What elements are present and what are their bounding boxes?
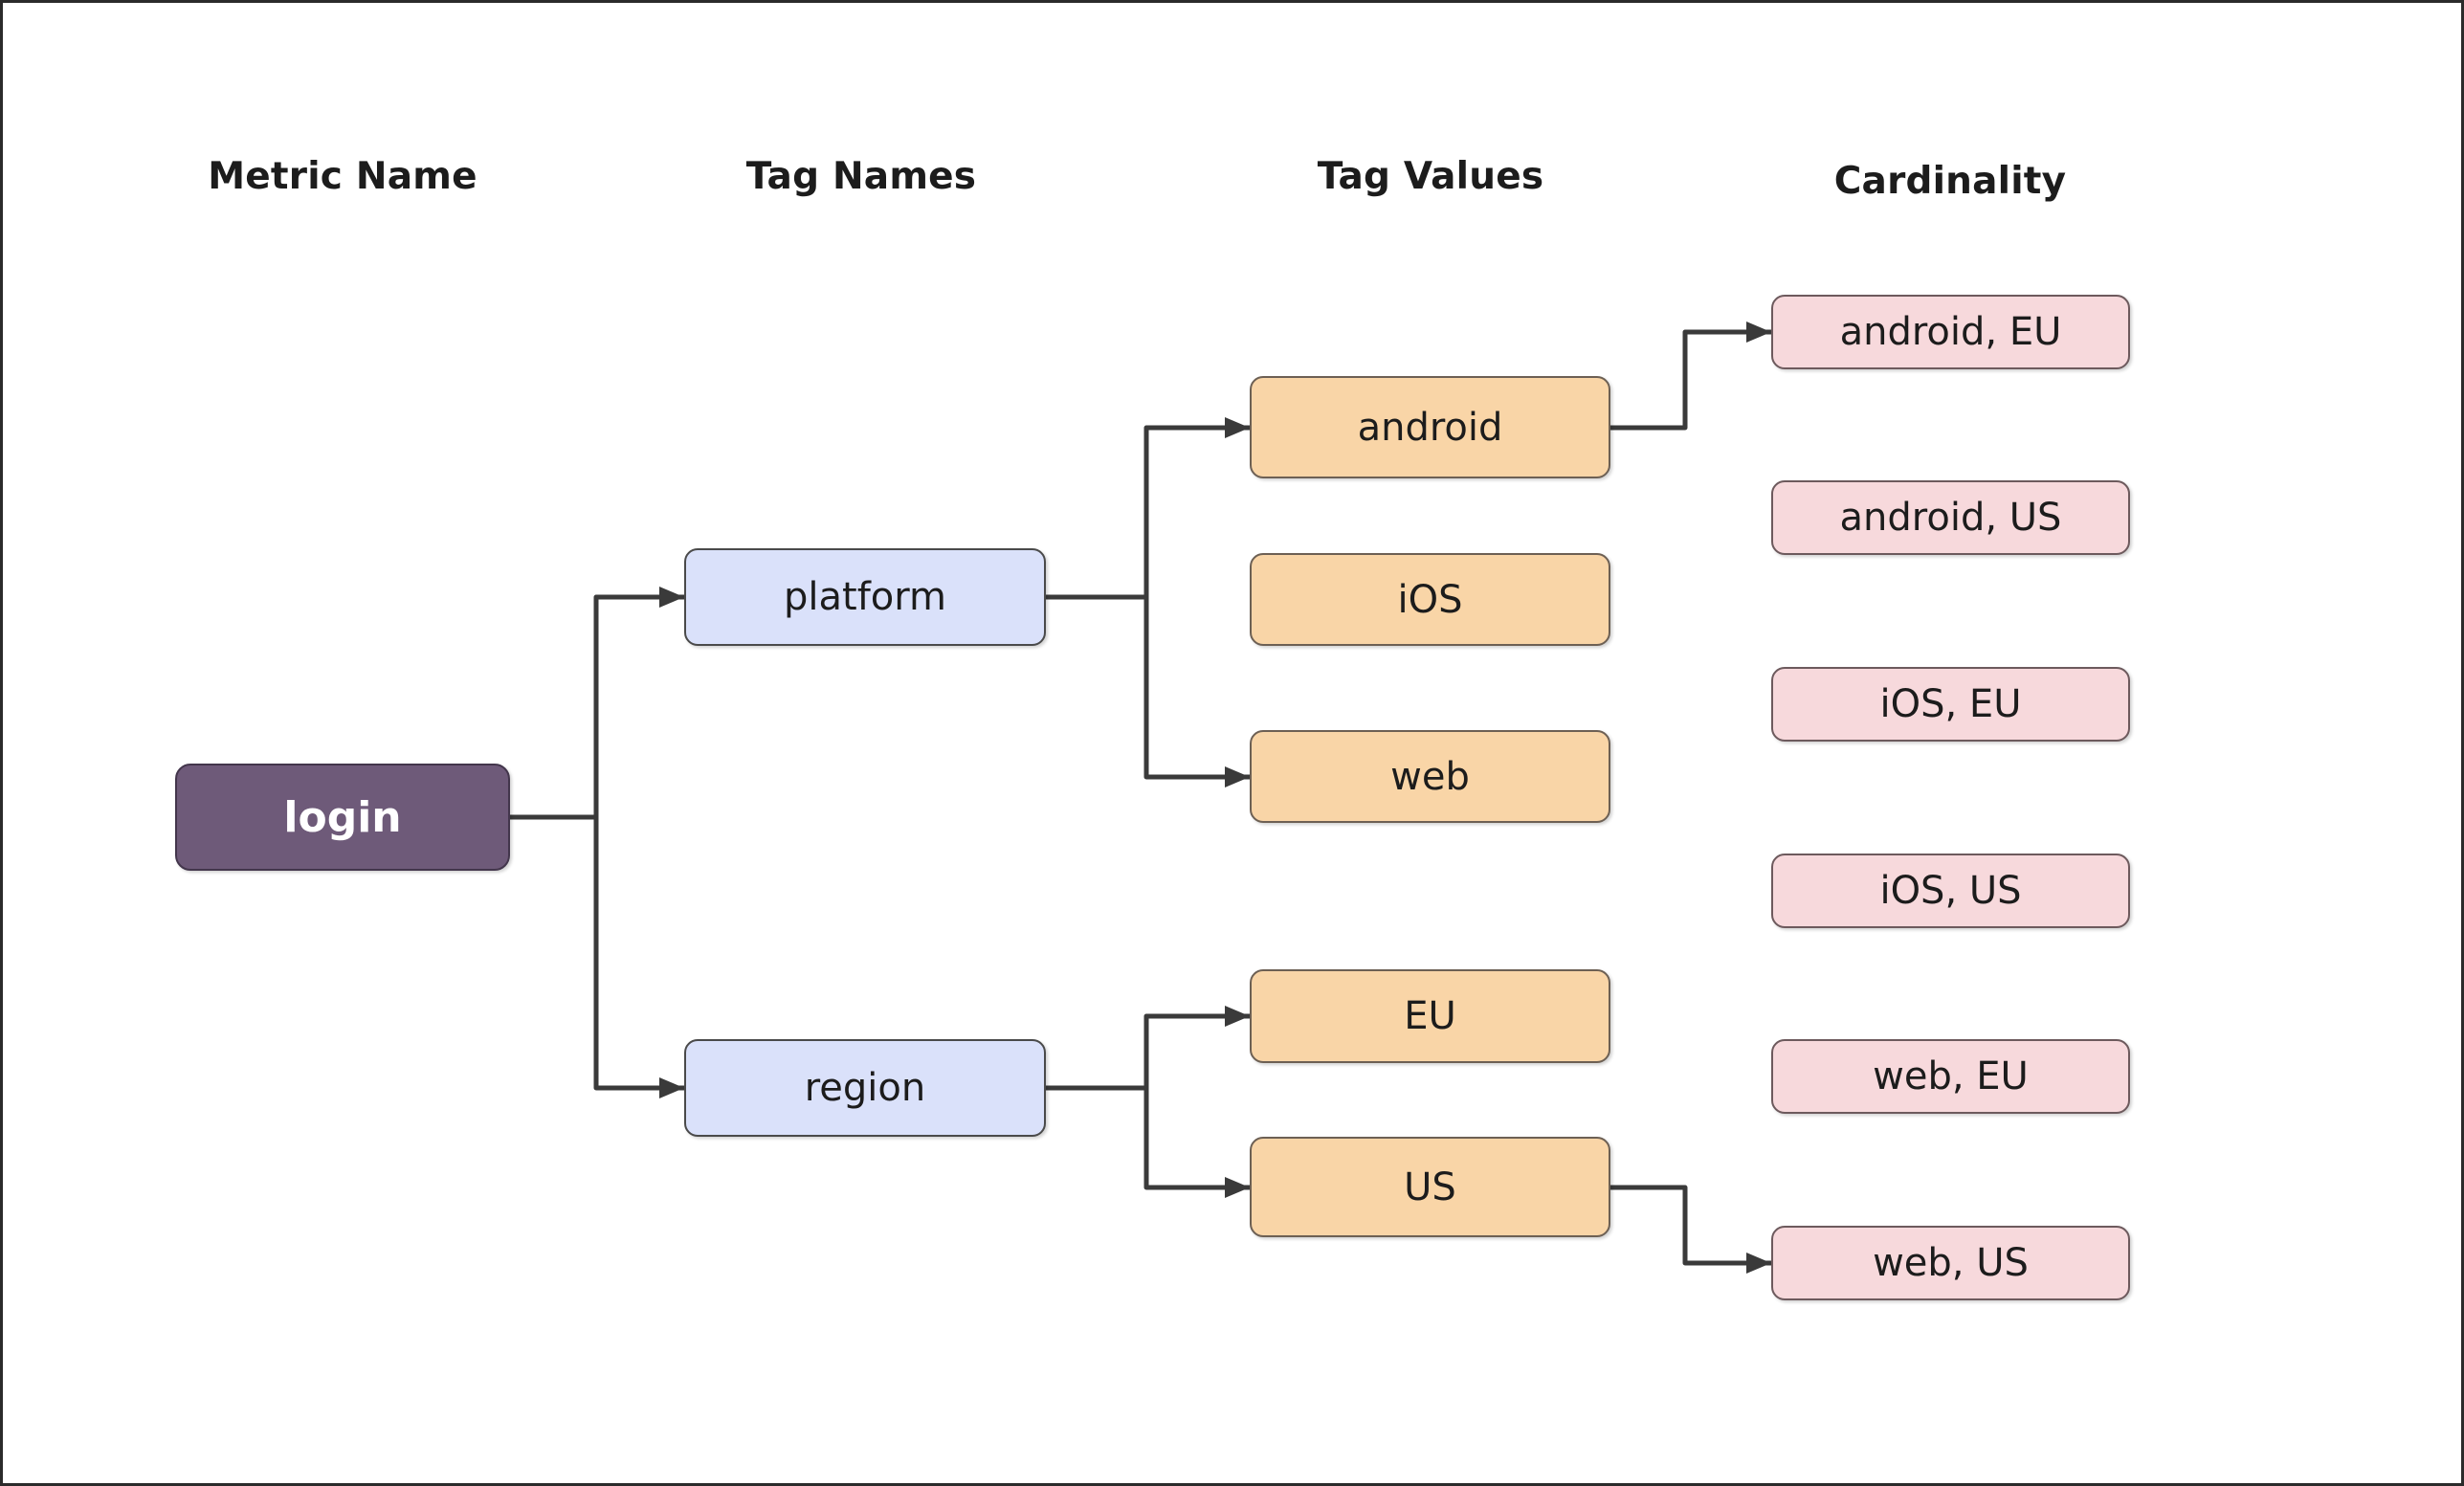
column-header-metric-name: Metric Name [208, 155, 477, 198]
column-header-tag-values: Tag Values [1317, 155, 1544, 198]
node-label: iOS [1397, 577, 1463, 622]
node-label: android, US [1839, 496, 2062, 540]
tag-name-node-region[interactable]: region [684, 1039, 1046, 1137]
column-header-tag-names: Tag Names [745, 155, 977, 198]
node-label: region [804, 1066, 926, 1110]
node-label: android, EU [1839, 310, 2062, 354]
cardinality-node-web-us[interactable]: web, US [1771, 1226, 2130, 1300]
connector-us-to-web-us [1610, 1185, 1771, 1266]
arrow-into-android-eu-icon [1746, 322, 1771, 343]
cardinality-node-web-eu[interactable]: web, EU [1771, 1039, 2130, 1114]
connector-login-to-platform-region [510, 594, 684, 1091]
metric-node-login[interactable]: login [175, 764, 510, 871]
tag-name-node-platform[interactable]: platform [684, 548, 1046, 646]
cardinality-node-android-eu[interactable]: android, EU [1771, 295, 2130, 369]
connector-platform-to-web [1143, 597, 1250, 780]
tag-value-node-eu[interactable]: EU [1250, 969, 1610, 1063]
cardinality-node-ios-us[interactable]: iOS, US [1771, 854, 2130, 928]
connector-platform-to-android [1046, 425, 1250, 600]
arrow-into-platform-icon [659, 587, 684, 608]
cardinality-node-android-us[interactable]: android, US [1771, 480, 2130, 555]
tag-value-node-us[interactable]: US [1250, 1137, 1610, 1237]
column-header-cardinality: Cardinality [1833, 160, 2067, 203]
tag-value-node-web[interactable]: web [1250, 730, 1610, 823]
tag-value-node-ios[interactable]: iOS [1250, 553, 1610, 646]
node-label: web, EU [1873, 1054, 2029, 1098]
arrow-into-region-icon [659, 1077, 684, 1098]
arrow-into-android-icon [1225, 417, 1250, 438]
node-label: web [1390, 754, 1470, 799]
arrow-into-web-us-icon [1746, 1253, 1771, 1274]
node-label: US [1404, 1164, 1456, 1209]
cardinality-node-ios-eu[interactable]: iOS, EU [1771, 667, 2130, 742]
connector-region-to-eu [1046, 1013, 1250, 1091]
connector-android-to-android-eu [1610, 329, 1771, 431]
arrow-into-us-icon [1225, 1177, 1250, 1198]
arrow-into-web-icon [1225, 766, 1250, 787]
node-label: EU [1404, 994, 1456, 1038]
node-label: android [1357, 405, 1503, 450]
node-label: login [283, 792, 402, 842]
node-label: platform [784, 575, 946, 619]
node-label: web, US [1873, 1241, 2029, 1285]
node-label: iOS, EU [1879, 682, 2022, 726]
node-label: iOS, US [1879, 869, 2022, 913]
tag-value-node-android[interactable]: android [1250, 376, 1610, 478]
connector-region-to-us [1143, 1088, 1250, 1190]
arrow-into-eu-icon [1225, 1006, 1250, 1027]
